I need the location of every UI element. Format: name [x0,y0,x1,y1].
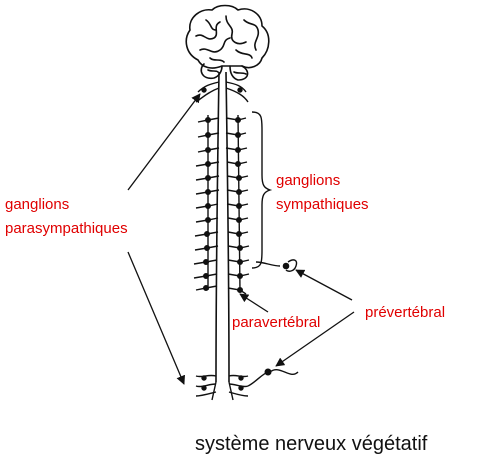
paravertebral-chain-left [193,115,220,292]
arrow-paravertebral-to-chain [239,293,269,313]
paravertebral-chain-right [225,114,250,295]
label-parasympathiques-line1: ganglions [5,196,70,213]
sacral-ganglia [195,368,299,401]
label-parasympathiques-line2: parasympathiques [5,220,128,237]
label-ganglions-sympathiques: ganglions sympathiques [276,172,369,214]
diagram-caption: système nerveux végétatif [195,433,428,455]
arrow-parasympathetic-to-brainstem [127,93,201,191]
label-ganglions-parasympathiques: ganglions parasympathiques [5,196,128,238]
brain-icon [185,4,270,81]
spinal-cord [215,71,230,383]
arrow-parasympathetic-to-sacral [127,251,185,385]
arrow-prevertebral-to-lower [275,311,355,367]
prevertebral-ganglion-upper [255,259,298,272]
sympathetic-brace [251,111,273,269]
label-sympathiques-line2: sympathiques [276,196,369,213]
label-paravertebral: paravertébral [232,314,321,331]
cranial-ganglia [195,81,249,103]
label-sympathiques-line1: ganglions [276,172,341,189]
label-prevertebral: prévertébral [365,304,446,321]
annotation-arrows [127,93,355,385]
arrow-prevertebral-to-upper [295,269,353,301]
